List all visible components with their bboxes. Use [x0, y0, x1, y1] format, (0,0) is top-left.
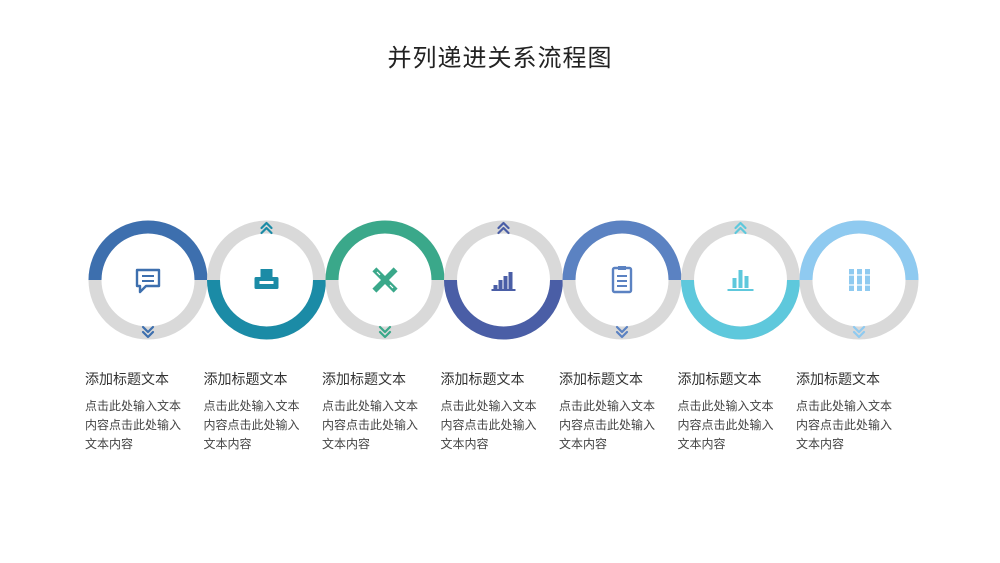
step-1: [88, 220, 208, 340]
step-5: [562, 220, 682, 340]
ring-arc: [562, 220, 682, 281]
ruler-pencil-icon: [372, 267, 398, 293]
ring-arc: [207, 279, 326, 340]
chevron-down-icon: [615, 325, 629, 339]
chevron-down-icon: [141, 325, 155, 339]
step-description: 点击此处输入文本内容点击此处输入文本内容: [85, 399, 182, 451]
step-description: 点击此处输入文本内容点击此处输入文本内容: [203, 399, 300, 451]
step-heading: 添加标题文本: [203, 372, 288, 388]
document-icon: [611, 266, 633, 294]
step-caption-3: 添加标题文本点击此处输入文本内容点击此处输入文本内容: [322, 371, 434, 454]
ring-arc: [88, 220, 208, 281]
step-description: 点击此处输入文本内容点击此处输入文本内容: [796, 399, 893, 451]
step-description: 点击此处输入文本内容点击此处输入文本内容: [440, 399, 537, 451]
step-heading: 添加标题文本: [796, 372, 880, 388]
step-2: [207, 220, 326, 340]
step-7: [799, 220, 919, 340]
printer-icon: [254, 269, 279, 289]
ring-arc: [444, 279, 563, 340]
step-heading: 添加标题文本: [85, 372, 169, 388]
ring-arc: [799, 220, 919, 281]
chevron-up-icon: [260, 221, 273, 235]
step-caption-1: 添加标题文本点击此处输入文本内容点击此处输入文本内容: [85, 371, 197, 454]
step-caption-6: 添加标题文本点击此处输入文本内容点击此处输入文本内容: [678, 371, 790, 454]
step-heading: 添加标题文本: [440, 372, 525, 388]
chevron-down-icon: [852, 325, 866, 339]
column-chart-icon: [727, 270, 754, 291]
step-caption-4: 添加标题文本点击此处输入文本内容点击此处输入文本内容: [441, 371, 553, 454]
step-heading: 添加标题文本: [677, 372, 762, 388]
step-description: 点击此处输入文本内容点击此处输入文本内容: [559, 399, 656, 451]
step-4: [444, 220, 563, 340]
step-heading: 添加标题文本: [322, 372, 406, 388]
ring-arc: [325, 220, 445, 281]
step-caption-7: 添加标题文本点击此处输入文本内容点击此处输入文本内容: [796, 371, 908, 454]
chevron-up-icon: [497, 221, 510, 235]
step-description: 点击此处输入文本内容点击此处输入文本内容: [322, 399, 419, 451]
step-caption-2: 添加标题文本点击此处输入文本内容点击此处输入文本内容: [204, 371, 316, 454]
step-description: 点击此处输入文本内容点击此处输入文本内容: [677, 399, 774, 451]
chat-icon: [135, 268, 161, 294]
bar-chart-icon: [491, 272, 516, 291]
chevron-down-icon: [378, 325, 392, 339]
page-title: 并列递进关系流程图: [387, 44, 613, 72]
chevron-up-icon: [734, 221, 747, 235]
ring-arc: [681, 279, 800, 340]
step-heading: 添加标题文本: [559, 372, 643, 388]
binders-icon: [849, 269, 870, 291]
step-6: [681, 220, 800, 340]
step-caption-5: 添加标题文本点击此处输入文本内容点击此处输入文本内容: [559, 371, 671, 454]
step-3: [325, 220, 445, 340]
